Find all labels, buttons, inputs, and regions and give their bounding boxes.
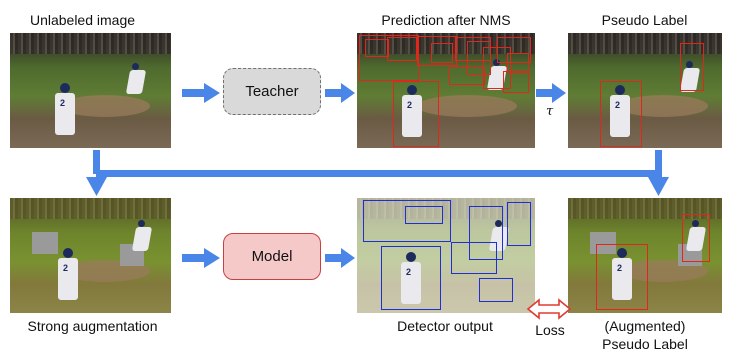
nms-box: [449, 67, 485, 85]
teacher-node: Teacher: [223, 68, 321, 115]
unlabeled-image: 2: [10, 33, 171, 148]
detector-box: [451, 242, 497, 274]
nms-box: [507, 53, 529, 73]
nms-box: [359, 35, 419, 81]
tau-symbol: τ: [546, 104, 554, 119]
nms-box: [467, 41, 491, 75]
nms-box: [365, 39, 389, 57]
arrow-to-detector: [325, 248, 355, 268]
pseudo-label-label: Pseudo Label: [601, 12, 688, 28]
augmented-pseudo-box: [596, 244, 648, 310]
detector-output-image: 2: [357, 198, 535, 313]
nms-box: [431, 43, 453, 63]
prediction-image: 2: [357, 33, 535, 148]
detector-box: [363, 200, 451, 242]
nms-box: [393, 81, 439, 147]
nms-box: [387, 37, 417, 61]
erase-patch: [32, 232, 58, 254]
loss-double-arrow: [526, 298, 572, 320]
loss-label: Loss: [535, 322, 565, 338]
arrow-to-prediction: [325, 83, 355, 103]
detector-box: [469, 206, 503, 260]
augmented-label-line2: Pseudo Label: [602, 336, 688, 352]
prediction-label: Prediction after NMS: [381, 12, 511, 28]
detector-box: [479, 278, 513, 302]
arrow-threshold: [536, 83, 566, 103]
nms-box: [497, 37, 531, 63]
detector-box: [405, 206, 443, 224]
strong-augmentation-label: Strong augmentation: [27, 318, 158, 334]
strong-augmentation-image: 2: [10, 198, 171, 313]
pseudo-label-image: 2: [568, 33, 722, 148]
unlabeled-image-label: Unlabeled image: [29, 12, 136, 28]
pseudo-box: [680, 43, 704, 91]
nms-box: [417, 36, 457, 66]
detector-output-label: Detector output: [397, 318, 493, 334]
augmented-label-line1: (Augmented): [604, 318, 686, 334]
detector-box: [381, 246, 441, 310]
augmented-pseudo-label-image: 2: [568, 198, 722, 313]
arrow-to-model: [182, 248, 220, 268]
pseudo-box: [600, 81, 642, 147]
detector-box: [507, 202, 531, 246]
nms-box: [503, 71, 529, 93]
arrow-to-teacher: [182, 83, 220, 103]
augmented-pseudo-box: [682, 214, 710, 262]
model-node: Model: [223, 233, 321, 280]
